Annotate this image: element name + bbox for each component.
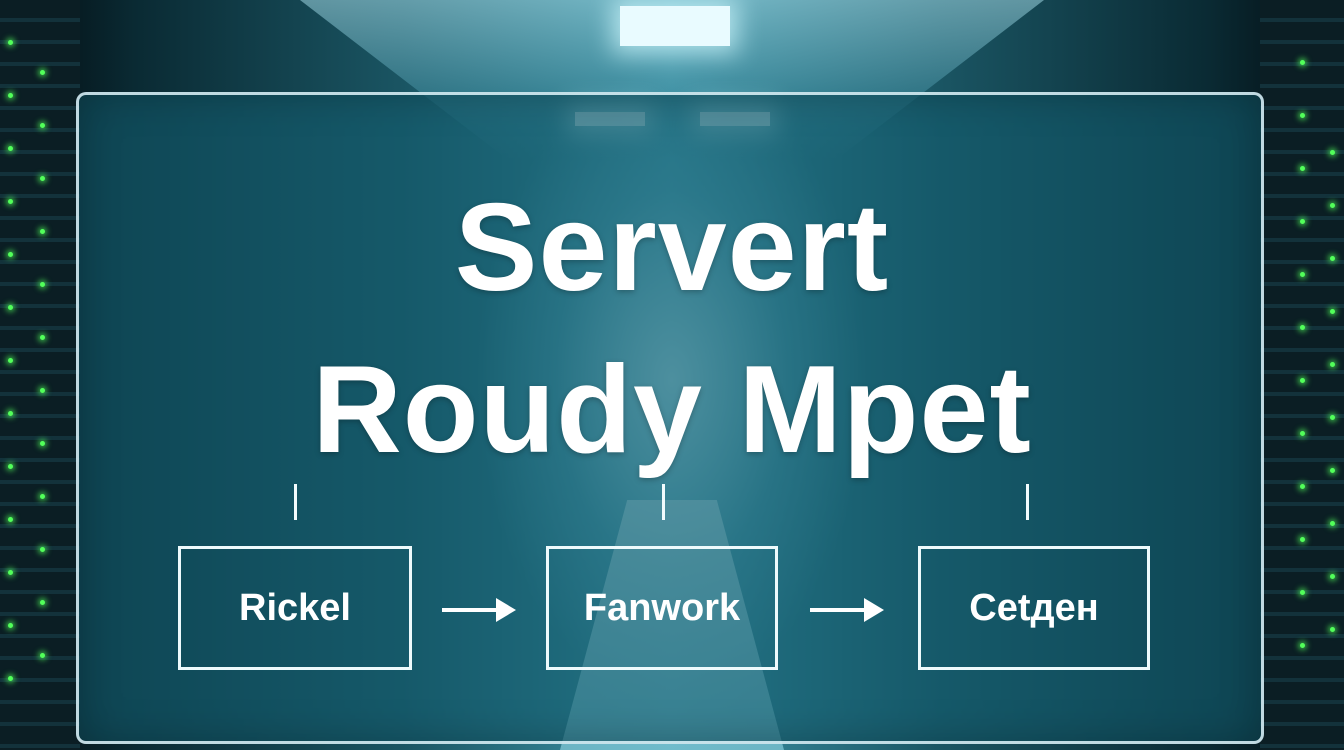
step-box-1: Rickel bbox=[178, 546, 412, 670]
server-rack-right bbox=[1260, 0, 1344, 750]
connector-tick bbox=[1026, 484, 1029, 520]
step-label-1: Rickel bbox=[239, 586, 351, 629]
status-leds-left bbox=[8, 40, 14, 729]
step-box-3: Cetден bbox=[918, 546, 1150, 670]
step-label-2: Fanwork bbox=[583, 586, 741, 629]
title-line-2: Roudy Mpet bbox=[312, 341, 1032, 479]
status-leds-right bbox=[1300, 60, 1306, 696]
status-leds-left bbox=[40, 70, 46, 706]
connector-tick bbox=[662, 484, 665, 520]
right-arrow-icon bbox=[810, 598, 884, 622]
ceiling-light bbox=[620, 6, 730, 46]
title-line-1: Servert bbox=[454, 179, 890, 317]
right-arrow-icon bbox=[442, 598, 516, 622]
status-leds-right bbox=[1330, 150, 1336, 680]
step-label-3: Cetден bbox=[969, 586, 1099, 629]
glass-panel bbox=[76, 92, 1264, 744]
step-box-2: Fanwork bbox=[546, 546, 778, 670]
connector-tick bbox=[294, 484, 297, 520]
